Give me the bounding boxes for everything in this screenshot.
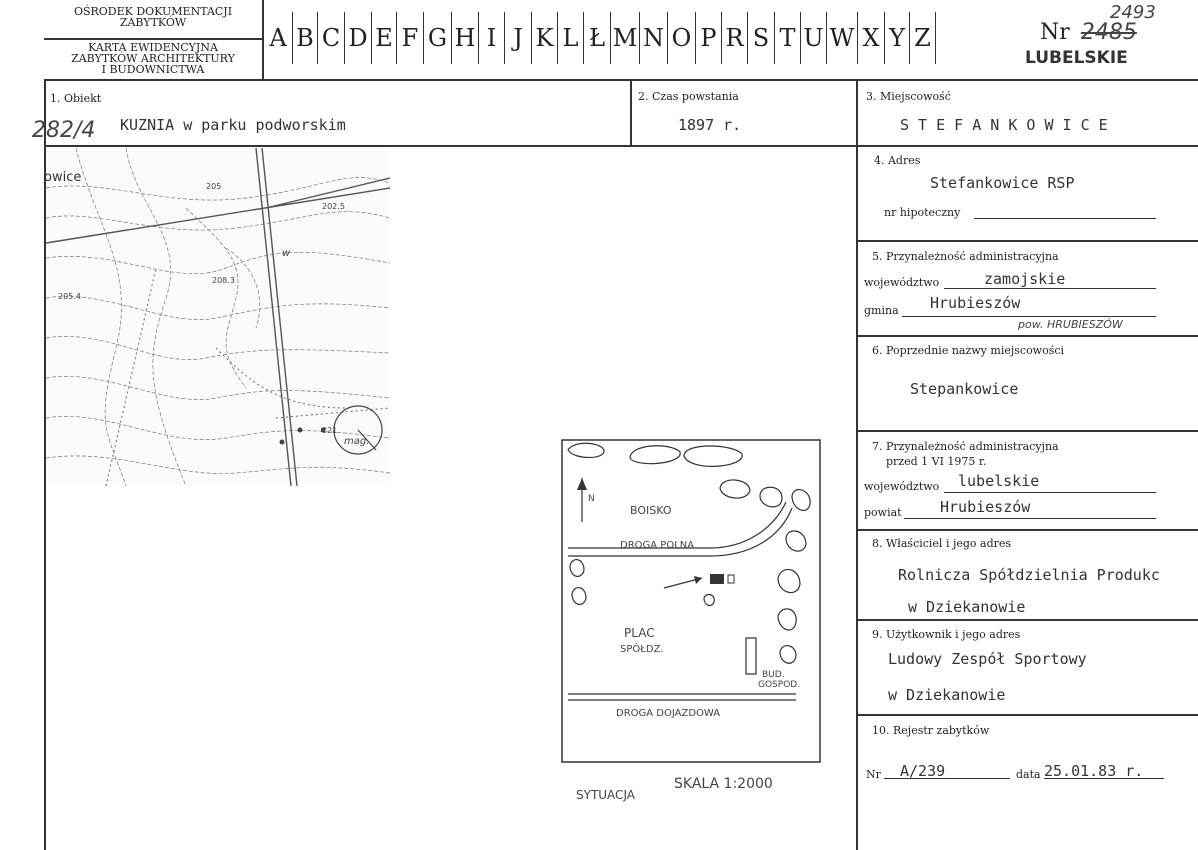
woj-value: zamojskie	[984, 270, 1066, 288]
index-letter: T	[775, 12, 801, 64]
miejscowosc-label: 3. Miejscowość	[866, 90, 951, 103]
hipoteczny-label: nr hipoteczny	[884, 206, 961, 219]
index-letter: O	[668, 12, 696, 64]
card-line3: I BUDOWNICTWA	[101, 63, 205, 76]
gmina-label: gmina	[864, 304, 899, 317]
elevation-208-3: 208.3	[212, 276, 235, 285]
north-arrow-label: N	[588, 494, 595, 504]
index-letter: U	[801, 12, 827, 64]
powiat-hand-note: pow. HRUBIESZÓW	[1018, 318, 1123, 331]
label-boisko: BOISKO	[630, 504, 672, 517]
card-title: KARTA EWIDENCYJNA ZABYTKÓW ARCHITEKTURY …	[44, 42, 262, 75]
label-spoldz: SPÓŁDZ.	[620, 644, 664, 655]
elevation-205: 205	[206, 182, 222, 191]
woj1975-value: lubelskie	[958, 472, 1040, 490]
index-letter: S	[748, 12, 775, 64]
index-letter: W	[827, 12, 858, 64]
przynaleznosc-label: 5. Przynależność administracyjna	[872, 250, 1059, 263]
wlasciciel-line1: Rolnicza Spółdzielnia Produkc	[898, 566, 1160, 584]
index-letter: X	[858, 12, 885, 64]
map-mag-label: mag.	[344, 436, 370, 447]
map-place-label: owice	[46, 170, 82, 185]
uzytkownik-label: 9. Użytkownik i jego adres	[872, 628, 1021, 641]
powiat-label: powiat	[864, 506, 902, 519]
rejestr-nr-label: Nr	[866, 768, 881, 781]
index-letter: B	[293, 12, 318, 64]
label-bud: BUD.	[762, 670, 785, 680]
index-letter: R	[722, 12, 748, 64]
index-letter: Ł	[584, 12, 611, 64]
adres-label: 4. Adres	[874, 154, 921, 167]
elevation-205-4: 205.4	[58, 292, 81, 301]
rejestr-data-label: data	[1016, 768, 1041, 781]
region-label: LUBELSKIE	[1025, 48, 1128, 68]
rejestr-data-value: 25.01.83 r.	[1044, 762, 1144, 780]
topographic-map: owice 205 202.5 208.3 205.4 221 w mag.	[46, 148, 390, 486]
nr-value: 2485	[1080, 20, 1137, 45]
powiat-value: Hrubieszów	[940, 498, 1031, 516]
header: OŚRODEK DOKUMENTACJI ZABYTKÓW KARTA EWID…	[0, 0, 1198, 81]
index-letter: D	[345, 12, 372, 64]
elevation-202-5: 202.5	[322, 202, 345, 211]
index-letter: E	[372, 12, 397, 64]
miejscowosc-value: S T E F A N K O W I C E	[900, 116, 1108, 134]
sketch-title: SYTUACJA	[576, 788, 635, 802]
card-line2: ZABYTKÓW ARCHITEKTURY	[71, 52, 235, 65]
org-line1: OŚRODEK DOKUMENTACJI	[73, 5, 233, 18]
label-gospod: GOSPOD.	[758, 680, 801, 690]
card-line1: KARTA EWIDENCYJNA	[88, 41, 218, 54]
index-letter: F	[397, 12, 424, 64]
index-letter: Y	[885, 12, 910, 64]
index-letter: J	[505, 12, 532, 64]
sketch-drawing	[561, 439, 821, 763]
index-letter: G	[424, 12, 452, 64]
poprzednie-label: 6. Poprzednie nazwy miejscowości	[872, 344, 1065, 357]
index-letter: M	[611, 12, 640, 64]
przed1975-label2: przed 1 VI 1975 r.	[886, 455, 987, 468]
wlasciciel-label: 8. Właściciel i jego adres	[872, 537, 1012, 550]
rejestr-label: 10. Rejestr zabytków	[872, 724, 990, 737]
map-w-mark: w	[282, 248, 291, 259]
org-name: OŚRODEK DOKUMENTACJI ZABYTKÓW	[44, 6, 262, 28]
org-line2: ZABYTKÓW	[119, 16, 187, 29]
index-letter: P	[696, 12, 722, 64]
label-droga-dojazdowa: DROGA DOJAZDOWA	[616, 708, 721, 719]
wlasciciel-line2: w Dziekanowie	[908, 598, 1026, 616]
gmina-value: Hrubieszów	[930, 294, 1021, 312]
nr-handwritten: 2493	[1110, 2, 1156, 23]
nr-area: Nr 2485	[1040, 20, 1190, 45]
nr-label: Nr	[1040, 20, 1070, 45]
index-letter: I	[479, 12, 505, 64]
obiekt-value: KUZNIA w parku podworskim	[120, 116, 346, 134]
index-letter: C	[318, 12, 345, 64]
poprzednie-value: Stepankowice	[910, 380, 1019, 398]
index-letter: L	[558, 12, 584, 64]
uzytkownik-line2: w Dziekanowie	[888, 686, 1006, 704]
site-sketch: N BOISKO DROGA POLNA PLAC SPÓŁDZ. BUD. G…	[560, 438, 822, 764]
woj-label: województwo	[864, 276, 940, 289]
uzytkownik-line1: Ludowy Zespół Sportowy	[888, 650, 1087, 668]
map-drawing	[46, 148, 390, 486]
przed1975-label: 7. Przynależność administracyjna	[872, 440, 1059, 453]
adres-value: Stefankowice RSP	[930, 174, 1075, 192]
index-letter: K	[532, 12, 558, 64]
index-letter: H	[452, 12, 479, 64]
label-plac: PLAC	[624, 626, 655, 640]
obiekt-label: 1. Obiekt	[50, 92, 102, 105]
index-letter: A	[264, 12, 293, 64]
obiekt-hand-note: 282/4	[32, 118, 96, 143]
index-letter: N	[640, 12, 668, 64]
rejestr-nr-value: A/239	[900, 762, 946, 780]
czas-label: 2. Czas powstania	[638, 90, 739, 103]
label-droga-polna: DROGA POLNA	[620, 540, 695, 551]
sketch-scale: SKALA 1:2000	[674, 776, 773, 792]
czas-value: 1897 r.	[678, 116, 742, 134]
elevation-221: 221	[322, 426, 338, 435]
woj1975-label: województwo	[864, 480, 940, 493]
index-letter: Z	[910, 12, 936, 64]
